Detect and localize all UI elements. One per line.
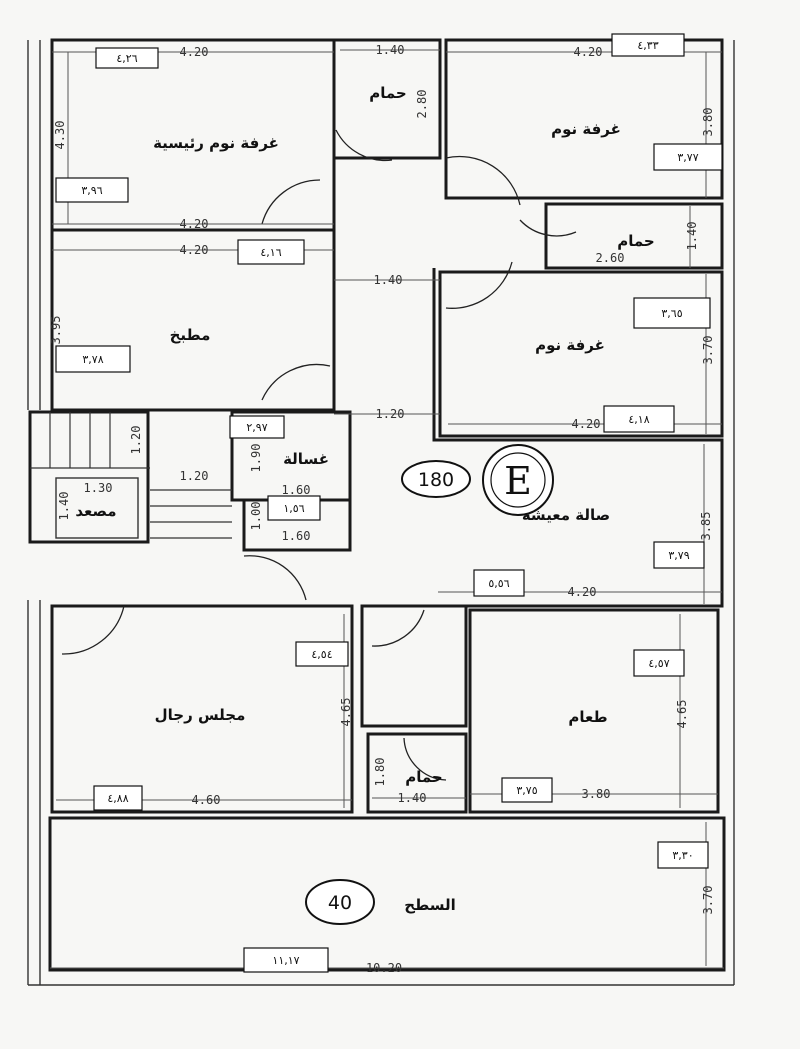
area-box-label: ٤,٥٤ xyxy=(311,648,332,661)
dim-label: 2.60 xyxy=(596,251,625,265)
dim-label: 1.20 xyxy=(180,469,209,483)
room-labels: غرفة نوم رئيسية حمام غرفة نوم حمام مطبخ … xyxy=(75,84,654,914)
area-box-label: ٤,٣٣ xyxy=(637,39,658,52)
dimension-lines xyxy=(50,49,724,969)
doors xyxy=(61,129,577,781)
dim-label: 4.20 xyxy=(568,585,597,599)
area-box-label: ٤,٨٨ xyxy=(107,792,128,805)
room-label-bathroom: حمام xyxy=(405,768,443,786)
area-box-label: ٥,٥٦ xyxy=(488,577,509,590)
dim-label: 1.40 xyxy=(685,222,699,251)
area-boxes: ٤,٢٦ ٤,٣٣ ٣,٧٧ ٣,٩٦ ٤,١٦ ٣,٦٥ ٣,٧٨ ٤,١٨ … xyxy=(55,33,723,973)
dim-label: 4.65 xyxy=(339,698,353,727)
room-label-living-hall: صالة معيشة xyxy=(522,506,610,524)
dim-label: 3.85 xyxy=(699,512,713,541)
room-label-roof: السطح xyxy=(404,896,455,914)
room-label-dining: طعام xyxy=(568,708,607,726)
area-box-label: ٤,١٨ xyxy=(628,413,649,426)
area-badge-main: 180 xyxy=(418,469,454,491)
dim-label: 1.20 xyxy=(129,426,143,455)
staircase xyxy=(30,412,232,539)
dim-label: 1.60 xyxy=(282,483,311,497)
dim-label: 1.40 xyxy=(376,43,405,57)
area-box-label: ٢,٩٧ xyxy=(246,421,267,434)
dimension-labels: 4.20 1.40 4.20 4.30 2.80 3.80 4.20 4.20 … xyxy=(49,43,715,975)
area-box-label: ٣,٣٠ xyxy=(672,849,693,862)
area-badge-roof: 40 xyxy=(328,892,352,914)
room-label-bedroom: غرفة نوم xyxy=(535,336,605,354)
unit-letter-badge: E xyxy=(504,459,532,503)
dim-label: 2.80 xyxy=(415,90,429,119)
room-label-bedroom: غرفة نوم xyxy=(551,120,621,138)
dim-label: 4.65 xyxy=(675,700,689,729)
dim-label: 3.70 xyxy=(701,886,715,915)
dim-label: 3.95 xyxy=(49,316,63,345)
area-box-label: ٣,٦٥ xyxy=(661,307,682,320)
room-label-laundry: غسالة xyxy=(283,450,329,468)
dim-label: 1.60 xyxy=(282,529,311,543)
dim-label: 3.70 xyxy=(701,336,715,365)
dim-label: 1.40 xyxy=(57,492,71,521)
dim-label: 1.30 xyxy=(84,481,113,495)
dim-label: 4.60 xyxy=(192,793,221,807)
room-label-bathroom: حمام xyxy=(617,232,655,250)
walls xyxy=(27,38,735,986)
room-label-elevator: مصعد xyxy=(75,502,116,520)
dim-label: 4.20 xyxy=(574,45,603,59)
area-box-label: ١١,١٧ xyxy=(272,954,299,967)
room-label-master-bedroom: غرفة نوم رئيسية xyxy=(153,134,279,152)
dim-label: 4.20 xyxy=(180,243,209,257)
area-box-label: ٤,٢٦ xyxy=(116,52,137,65)
area-box-label: ٣,٧٩ xyxy=(668,549,689,562)
area-box-label: ٣,٧٥ xyxy=(516,784,537,797)
unit-badges: 180 E 40 xyxy=(305,444,554,925)
dim-label: 4.20 xyxy=(572,417,601,431)
dim-label: 1.20 xyxy=(376,407,405,421)
area-box-label: ١,٥٦ xyxy=(283,502,304,515)
area-box-label: ٣,٧٨ xyxy=(82,353,103,366)
dim-label: 10.20 xyxy=(366,961,402,975)
dim-label: 1.40 xyxy=(398,791,427,805)
dim-label: 3.80 xyxy=(582,787,611,801)
area-box-label: ٣,٩٦ xyxy=(81,184,102,197)
room-label-kitchen: مطبخ xyxy=(170,326,211,344)
dim-label: 1.40 xyxy=(374,273,403,287)
dim-label: 3.80 xyxy=(701,108,715,137)
dim-label: 1.90 xyxy=(249,444,263,473)
area-box-label: ٤,١٦ xyxy=(260,246,281,259)
area-box-label: ٣,٧٧ xyxy=(677,151,698,164)
room-label-men-majlis: مجلس رجال xyxy=(155,706,246,724)
dim-label: 1.00 xyxy=(249,502,263,531)
dim-label: 4.30 xyxy=(53,121,67,150)
room-label-bathroom: حمام xyxy=(369,84,407,102)
area-box-label: ٤,٥٧ xyxy=(648,657,669,670)
dim-label: 4.20 xyxy=(180,217,209,231)
dim-label: 4.20 xyxy=(180,45,209,59)
dim-label: 1.80 xyxy=(373,758,387,787)
